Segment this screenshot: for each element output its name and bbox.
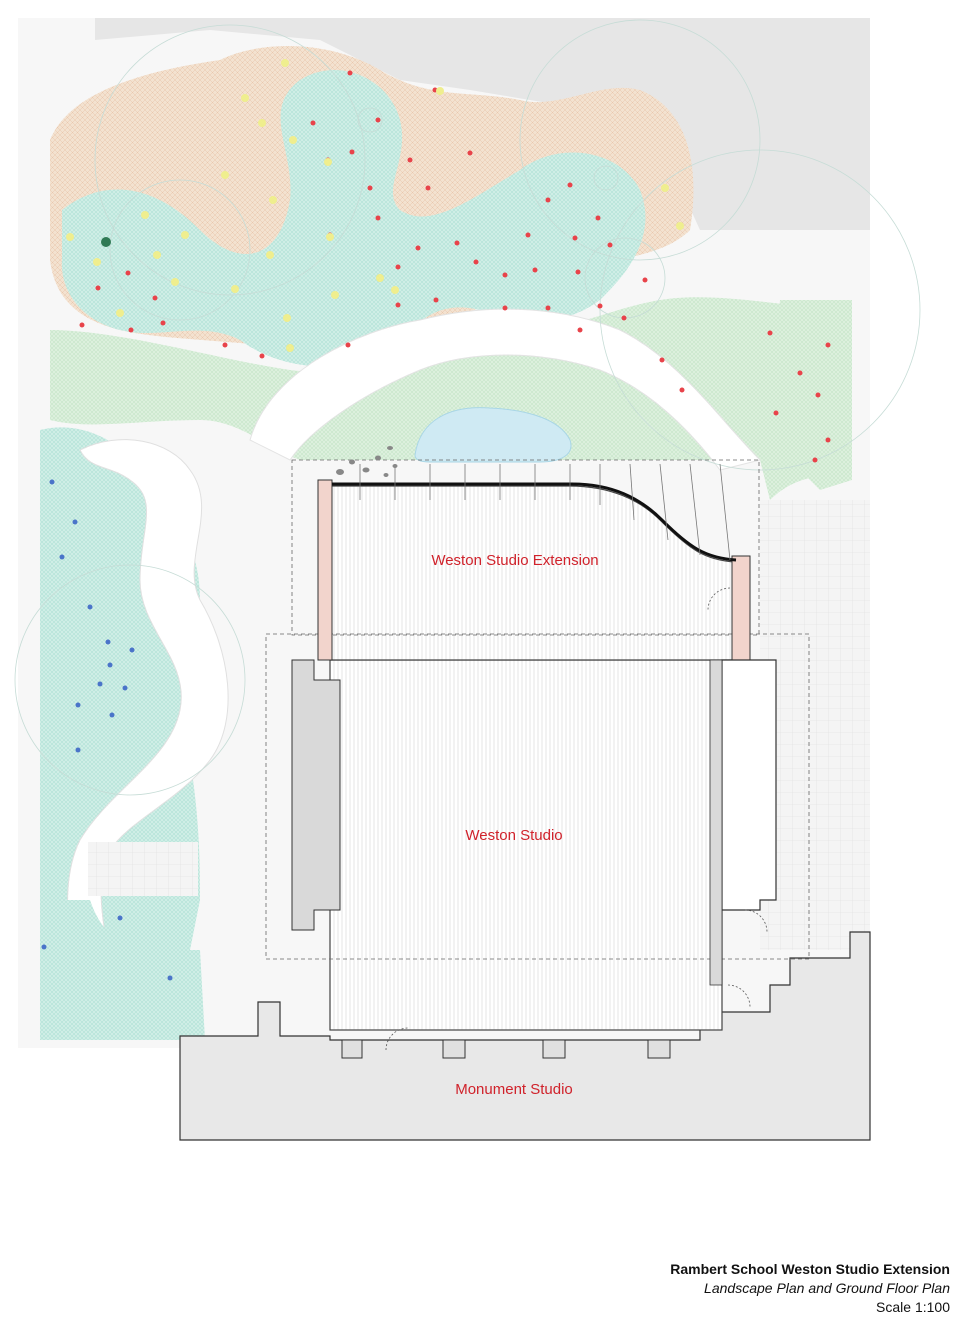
extension-east-wall [731,555,751,661]
service-rooms-right [721,659,777,911]
monument-columns [341,1039,671,1059]
drawing-subtitle: Landscape Plan and Ground Floor Plan [704,1280,950,1296]
weston-studio-floor [329,659,723,1031]
yellow-tree-dot-icon [66,59,684,352]
drawing-scale: Scale 1:100 [876,1299,950,1315]
extension-west-wall [317,479,333,661]
label-monument-studio: Monument Studio [455,1081,573,1098]
right-paving [760,500,870,950]
dashed-outline-extension [291,459,760,636]
label-weston-studio-extension: Weston Studio Extension [431,552,598,569]
pergola-slats [359,463,731,561]
lower-left-planting [40,900,205,1040]
blue-tree-dot-icon [41,479,173,981]
water-feature [414,407,572,463]
glazed-facade [332,482,737,562]
service-wall-right [709,659,723,986]
drawing-title: Rambert School Weston Studio Extension [670,1261,950,1277]
drawing-caption: Rambert School Weston Studio Extension L… [670,1260,950,1317]
canopy-circles [14,19,921,796]
grass-block [88,842,198,896]
teal-planting-top [61,69,646,367]
right-lawn [770,300,852,490]
curved-walkway [249,308,761,471]
left-wall [291,659,341,931]
monument-studio-block [179,931,871,1141]
rock-icon [336,446,398,477]
dark-green-tree-dot-icon [101,237,111,247]
label-weston-studio: Weston Studio [465,827,562,844]
door-swings [385,587,768,1051]
green-lawn [50,297,852,500]
red-tree-dot-icon [79,70,831,463]
